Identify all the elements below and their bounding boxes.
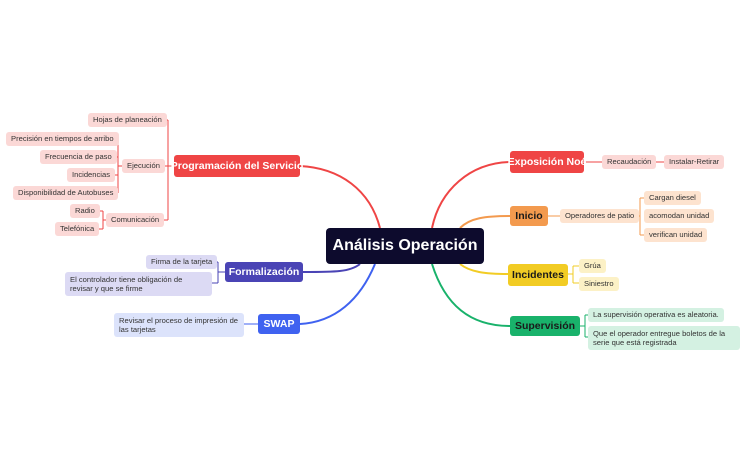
topic-frecuencia-paso[interactable]: Frecuencia de paso	[40, 150, 117, 164]
topic-recaudacion[interactable]: Recaudación	[602, 155, 657, 169]
branch-exposicion-noe[interactable]: Exposición Noé	[508, 151, 586, 173]
topic-controlador-obligacion[interactable]: El controlador tiene obligación de revis…	[65, 272, 212, 296]
topic-cargan-diesel[interactable]: Cargan diesel	[644, 191, 701, 205]
topic-verifican-unidad[interactable]: verifican unidad	[644, 228, 708, 242]
branch-swap[interactable]: SWAP	[258, 314, 300, 334]
branch-inicio[interactable]: Inicio	[510, 206, 548, 226]
topic-telefonica[interactable]: Telefónica	[55, 222, 100, 236]
topic-operadores-patio[interactable]: Operadores de patio	[560, 209, 640, 223]
topic-revisar-impresion[interactable]: Revisar el proceso de impresión de las t…	[114, 313, 244, 337]
branch-supervision[interactable]: Supervisión	[510, 316, 580, 336]
topic-grua[interactable]: Grúa	[579, 259, 606, 273]
topic-acomodan-unidad[interactable]: acomodan unidad	[644, 209, 715, 223]
topic-comunicacion[interactable]: Comunicación	[106, 213, 165, 227]
branch-incidentes[interactable]: Incidentes	[508, 264, 568, 286]
topic-siniestro[interactable]: Siniestro	[579, 277, 619, 291]
topic-supervision-aleatoria[interactable]: La supervisión operativa es aleatoria.	[588, 308, 724, 322]
topic-instalar-retirar[interactable]: Instalar-Retirar	[664, 155, 725, 169]
topic-firma-tarjeta[interactable]: Firma de la tarjeta	[146, 255, 218, 269]
topic-precision-tiempos[interactable]: Precisión en tiempos de arribo	[6, 132, 119, 146]
branch-formalizacion[interactable]: Formalización	[225, 262, 303, 282]
topic-disponibilidad-autobuses[interactable]: Disponibilidad de Autobuses	[13, 186, 119, 200]
topic-hojas-planeacion[interactable]: Hojas de planeación	[88, 113, 167, 127]
branch-programacion-servicio[interactable]: Programación del Servicio	[171, 155, 303, 177]
topic-incidencias[interactable]: Incidencias	[67, 168, 115, 182]
topic-ejecucion[interactable]: Ejecución	[122, 159, 165, 173]
central-topic[interactable]: Análisis Operación	[326, 228, 484, 264]
topic-entregue-boletos[interactable]: Que el operador entregue boletos de la s…	[588, 326, 740, 350]
topic-radio[interactable]: Radio	[70, 204, 100, 218]
